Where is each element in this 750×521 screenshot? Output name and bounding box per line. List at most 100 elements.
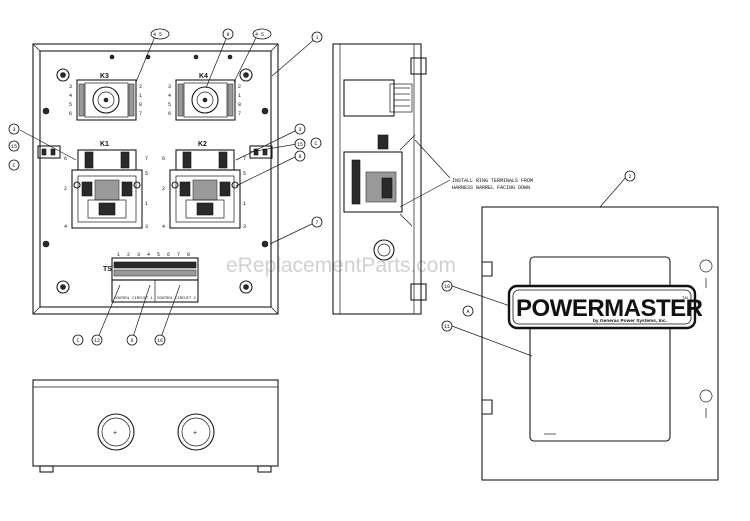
svg-text:6: 6 xyxy=(131,338,134,344)
svg-text:15: 15 xyxy=(11,144,17,150)
svg-text:C: C xyxy=(315,141,318,147)
svg-text:2: 2 xyxy=(127,252,130,258)
svg-text:7: 7 xyxy=(243,156,246,162)
svg-text:15: 15 xyxy=(297,142,303,148)
svg-text:1: 1 xyxy=(316,35,319,41)
control-circuit-1-label: CONTROL CIRCUIT 1 xyxy=(114,297,153,301)
callout-bubble: 16 xyxy=(154,334,166,346)
svg-text:3: 3 xyxy=(145,224,148,230)
svg-text:12: 12 xyxy=(94,338,100,344)
callout-bubble: 3 xyxy=(294,123,306,135)
mounting-screw-icon xyxy=(42,54,269,294)
svg-text:10: 10 xyxy=(444,284,450,290)
callout-bubble: C xyxy=(310,137,322,149)
svg-text:8: 8 xyxy=(187,252,190,258)
relay-k2: K2 6 2 4 7 5 1 3 xyxy=(162,141,246,230)
logo-tagline: by Generac Power Systems, Inc. xyxy=(593,318,667,324)
svg-text:2: 2 xyxy=(64,186,67,192)
watermark: eReplacementParts.com xyxy=(226,254,456,277)
relay-socket-k3: K3 3 4 5 6 2 1 8 7 xyxy=(69,73,142,121)
svg-text:7: 7 xyxy=(139,111,142,117)
cover-plate xyxy=(481,206,719,481)
enclosure-front-view: K3 3 4 5 6 2 1 8 7 K4 3 4 5 6 2 1 8 xyxy=(32,43,279,315)
svg-text:6: 6 xyxy=(167,252,170,258)
svg-text:+: + xyxy=(193,430,197,437)
svg-text:4: 4 xyxy=(147,252,150,258)
callout-leaders xyxy=(19,33,628,357)
installation-note: INSTALL RING TERMINALS FROM HARNESS BARR… xyxy=(399,139,533,208)
svg-text:4: 4 xyxy=(69,93,72,99)
svg-text:5: 5 xyxy=(69,102,72,108)
callout-bubble: 3 xyxy=(8,123,20,135)
svg-text:2: 2 xyxy=(139,84,142,90)
callout-bubble: 7 xyxy=(311,216,323,228)
svg-text:6: 6 xyxy=(69,111,72,117)
relay-label-k3: K3 xyxy=(100,73,109,80)
callout-bubble: A xyxy=(462,305,474,317)
svg-text:7: 7 xyxy=(177,252,180,258)
svg-text:2: 2 xyxy=(629,174,632,180)
svg-text:4: 4 xyxy=(162,224,165,230)
svg-text:4: 4 xyxy=(64,224,67,230)
svg-text:3: 3 xyxy=(243,224,246,230)
callout-bubble: 6 xyxy=(126,334,138,346)
terminal-strip-label: TS xyxy=(103,266,112,273)
callout-bubble: 2 xyxy=(624,170,636,182)
svg-text:+: + xyxy=(113,430,117,437)
svg-text:INSTALL RING TERMINALS FROM: INSTALL RING TERMINALS FROM xyxy=(452,178,533,184)
relay-socket-k4: K4 3 4 5 6 2 1 8 7 xyxy=(168,73,241,121)
relay-label-k2: K2 xyxy=(198,141,207,148)
svg-text:7: 7 xyxy=(238,111,241,117)
svg-text:HARNESS BARREL FACING DOWN: HARNESS BARREL FACING DOWN xyxy=(452,185,530,191)
svg-text:5: 5 xyxy=(157,252,160,258)
svg-text:5: 5 xyxy=(168,102,171,108)
enclosure-bottom-view: + + xyxy=(32,379,279,473)
svg-text:6: 6 xyxy=(168,111,171,117)
callout-bubble: 10 xyxy=(441,280,453,292)
terminal-strip: TS 1 2 3 4 5 6 7 8 CONTROL CIRCUIT 1 CON… xyxy=(103,252,199,303)
svg-text:4: 4 xyxy=(168,93,171,99)
callout-bubble: C xyxy=(8,159,20,171)
svg-text:8: 8 xyxy=(299,154,302,160)
svg-text:1: 1 xyxy=(139,93,142,99)
enclosure-outline xyxy=(32,43,279,315)
callout-bubble: 15 xyxy=(8,140,20,152)
svg-text:4 5: 4 5 xyxy=(255,32,264,38)
svg-text:7: 7 xyxy=(145,156,148,162)
svg-text:C: C xyxy=(13,163,16,169)
svg-text:8: 8 xyxy=(139,102,142,108)
svg-text:1: 1 xyxy=(145,201,148,207)
svg-text:9: 9 xyxy=(227,32,230,38)
svg-text:C: C xyxy=(77,338,80,344)
svg-text:2: 2 xyxy=(162,186,165,192)
svg-text:3: 3 xyxy=(137,252,140,258)
svg-text:3: 3 xyxy=(168,84,171,90)
svg-text:1: 1 xyxy=(117,252,120,258)
callout-bubble: 4 5 xyxy=(252,28,272,40)
svg-text:5: 5 xyxy=(145,171,148,177)
callout-bubble: 1 xyxy=(311,31,323,43)
logo-brand: POWERMASTER xyxy=(516,295,703,322)
svg-text:11: 11 xyxy=(444,324,450,330)
ground-lug-icon xyxy=(37,145,273,159)
svg-text:1: 1 xyxy=(243,201,246,207)
callout-bubble: 8 xyxy=(294,150,306,162)
logo-trademark: TM xyxy=(682,295,688,300)
relay-label-k1: K1 xyxy=(100,141,109,148)
svg-text:3: 3 xyxy=(13,127,16,133)
enclosure-side-view xyxy=(332,43,427,315)
svg-text:4 5: 4 5 xyxy=(153,32,162,38)
svg-text:7: 7 xyxy=(316,220,319,226)
svg-text:8: 8 xyxy=(238,102,241,108)
svg-text:16: 16 xyxy=(157,338,163,344)
svg-text:5: 5 xyxy=(243,171,246,177)
svg-text:A: A xyxy=(467,309,470,315)
callout-bubble: C xyxy=(72,334,84,346)
callout-bubble: 4 5 xyxy=(150,28,170,40)
relay-label-k4: K4 xyxy=(199,73,208,80)
svg-text:6: 6 xyxy=(64,156,67,162)
callout-bubble: 15 xyxy=(294,138,306,150)
callout-bubble: 12 xyxy=(91,334,103,346)
callout-bubble: 9 xyxy=(222,28,234,40)
